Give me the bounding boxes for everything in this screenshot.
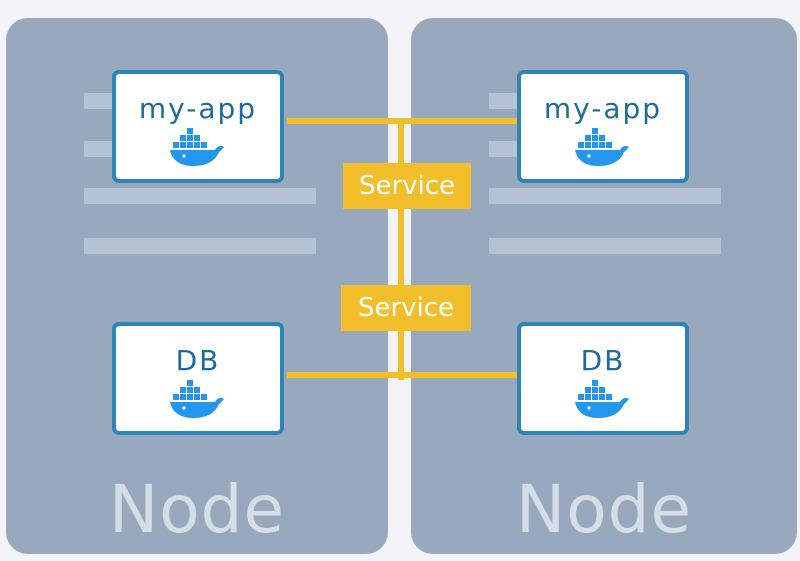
- docker-whale-icon: [575, 380, 629, 418]
- docker-whale-icon: [170, 128, 224, 166]
- connection-line-vertical: [398, 118, 404, 380]
- docker-whale-icon: [170, 380, 224, 418]
- pod-label: DB: [580, 344, 626, 377]
- docker-whale-icon: [575, 128, 629, 166]
- node-stripe: [489, 188, 721, 204]
- pod-label: my-app: [138, 92, 258, 125]
- connection-line-db: [287, 372, 520, 378]
- node-label: Node: [515, 471, 693, 548]
- node-stripe: [84, 188, 316, 204]
- pod-label: my-app: [543, 92, 663, 125]
- pod-db-left: DB: [112, 322, 284, 435]
- pod-label: DB: [175, 344, 221, 377]
- pod-db-right: DB: [517, 322, 689, 435]
- node-label: Node: [108, 471, 286, 548]
- service-box-app: Service: [343, 163, 471, 209]
- pod-my-app-left: my-app: [112, 70, 284, 183]
- pod-my-app-right: my-app: [517, 70, 689, 183]
- node-stripe: [489, 238, 721, 254]
- node-stripe: [84, 238, 316, 254]
- service-box-db: Service: [341, 285, 471, 331]
